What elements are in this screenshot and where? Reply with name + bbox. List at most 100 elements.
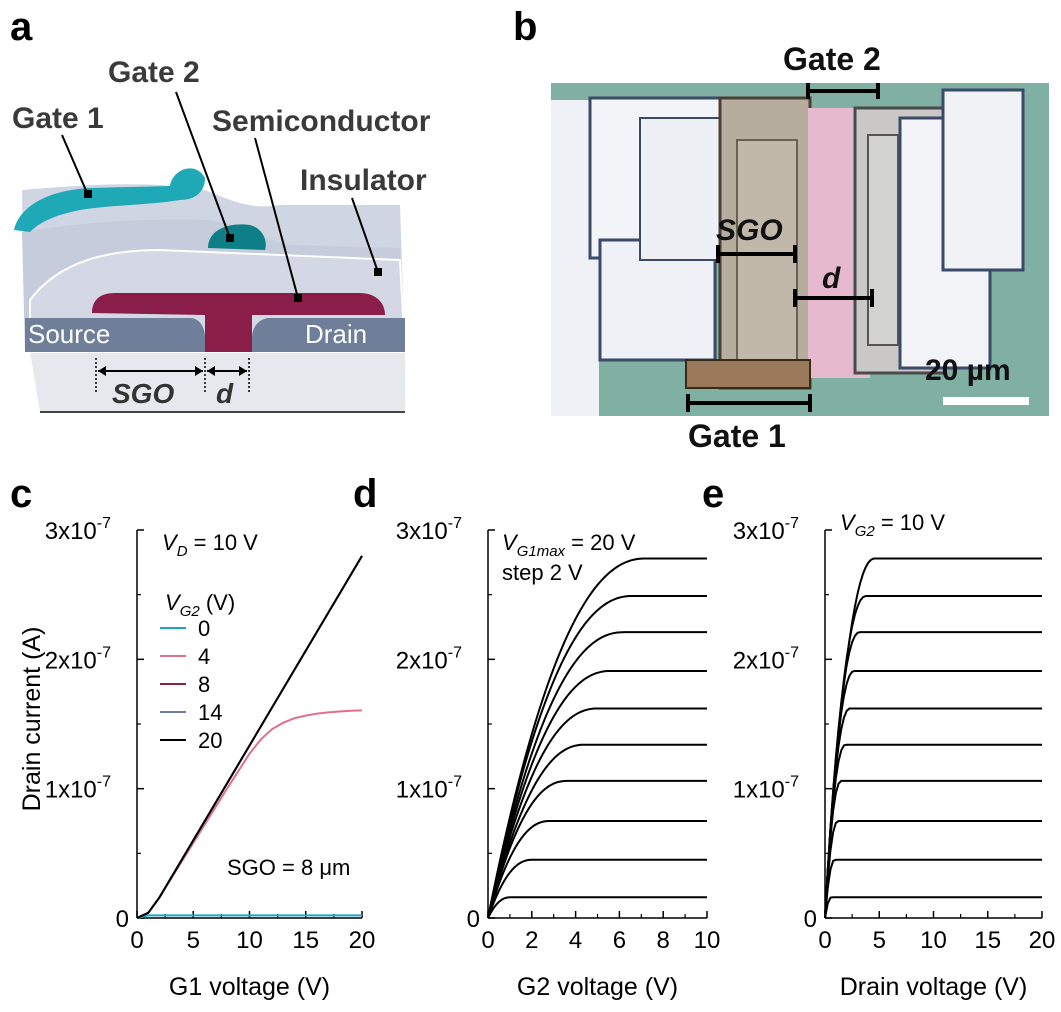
x-tick-label: 10 xyxy=(236,927,263,954)
micro-gate2-inner xyxy=(867,134,899,346)
micro-gate1-bottom xyxy=(685,359,811,389)
semiconductor-callout-dot xyxy=(294,294,302,302)
x-tick-label: 5 xyxy=(873,927,886,954)
semiconductor-callout-line xyxy=(254,137,299,299)
d-arrowheads xyxy=(207,366,247,376)
insulator-callout-line xyxy=(351,197,379,273)
y-tick-label: 1x10-7 xyxy=(45,774,111,804)
chart-c-legend-title: VG2 (V) xyxy=(165,590,235,620)
panel-e-label: e xyxy=(702,472,724,516)
source-electrode xyxy=(25,318,205,352)
gate2-callout-dot xyxy=(226,234,234,242)
panel-b-label: b xyxy=(513,5,537,49)
x-tick-label: 6 xyxy=(613,927,626,954)
y-tick-label: 1x10-7 xyxy=(733,774,799,804)
gate2-annotation: Gate 2 xyxy=(783,41,881,77)
chart-d-step-annotation: step 2 V xyxy=(502,560,583,585)
output-curve xyxy=(824,631,1042,919)
output-curve xyxy=(487,743,707,919)
scale-label: 20 µm xyxy=(925,354,1011,387)
y-tick-label: 0 xyxy=(467,906,480,933)
gate1-callout: Gate 1 xyxy=(12,102,104,135)
chart-e-vg2-annotation: VG2 = 10 V xyxy=(840,510,945,540)
output-curve xyxy=(487,669,707,919)
y-tick-label: 1x10-7 xyxy=(396,774,462,804)
output-curve xyxy=(824,896,1042,919)
x-tick-label: 0 xyxy=(130,927,143,954)
output-curve xyxy=(824,779,1042,919)
y-tick-label: 2x10-7 xyxy=(396,644,462,674)
output-curve xyxy=(824,669,1042,919)
output-curve xyxy=(487,631,707,919)
output-curve xyxy=(824,707,1042,919)
source-label: Source xyxy=(28,319,110,349)
d-dimension-label: d xyxy=(216,378,234,409)
x-axis-title: Drain voltage (V) xyxy=(840,973,1028,1001)
x-tick-label: 0 xyxy=(818,927,831,954)
x-tick-label: 20 xyxy=(1029,927,1056,954)
panel-a: a Source Drain Gate 1 Gate 2 Semiconduct… xyxy=(10,5,431,413)
gate1-callout-dot xyxy=(84,190,92,198)
output-curve xyxy=(824,743,1042,919)
x-tick-label: 4 xyxy=(569,927,582,954)
gate1-annotation: Gate 1 xyxy=(688,418,786,454)
semiconductor-shape xyxy=(92,293,385,352)
sgo-dimension-label: SGO xyxy=(112,378,174,409)
micro-gate1-inner xyxy=(736,139,798,363)
chart-c-vd-annotation: VD = 10 V xyxy=(162,530,258,560)
drain-label: Drain xyxy=(305,319,367,349)
output-curve xyxy=(487,858,707,919)
semiconductor-callout: Semiconductor xyxy=(212,105,431,138)
y-tick-label: 0 xyxy=(804,906,817,933)
micro-drain-upper xyxy=(941,88,1025,272)
micro-inner-pad xyxy=(639,117,731,261)
x-tick-label: 10 xyxy=(694,927,721,954)
x-axis-title: G2 voltage (V) xyxy=(517,973,678,1001)
gate2-callout-line xyxy=(175,91,231,239)
panel-b: b Gate 2 SGO d Gate 1 20 µm xyxy=(513,5,1049,454)
x-axis-title: G1 voltage (V) xyxy=(169,973,330,1001)
drain-electrode xyxy=(252,318,405,352)
output-curve xyxy=(824,820,1042,919)
output-curve xyxy=(487,557,707,919)
output-curve xyxy=(824,594,1042,919)
panel-c-label: c xyxy=(10,472,32,516)
insulator-callout: Insulator xyxy=(300,164,427,197)
output-curve xyxy=(487,707,707,919)
x-tick-label: 15 xyxy=(974,927,1001,954)
sgo-annotation: SGO xyxy=(716,214,783,247)
legend-label-0: 0 xyxy=(198,616,210,641)
x-tick-label: 15 xyxy=(292,927,319,954)
y-tick-label: 3x10-7 xyxy=(396,515,462,545)
gate2-shape xyxy=(208,224,266,250)
y-tick-label: 3x10-7 xyxy=(45,515,111,545)
output-curve xyxy=(487,820,707,919)
series-line-4 xyxy=(136,709,363,919)
x-tick-label: 10 xyxy=(920,927,947,954)
panel-a-label: a xyxy=(10,5,33,49)
legend-label-14: 14 xyxy=(198,700,222,725)
x-tick-label: 5 xyxy=(187,927,200,954)
legend-label-20: 20 xyxy=(198,728,222,753)
y-tick-label: 0 xyxy=(116,906,129,933)
gate1-shape xyxy=(14,168,205,232)
chart-d-vg1-annotation: VG1max = 20 V xyxy=(502,530,636,560)
scale-bar xyxy=(943,397,1029,405)
x-tick-label: 8 xyxy=(657,927,670,954)
insulator-callout-dot xyxy=(374,268,382,276)
substrate xyxy=(30,352,405,412)
x-tick-label: 2 xyxy=(525,927,538,954)
series-line-0 xyxy=(136,914,362,919)
y-tick-label: 3x10-7 xyxy=(733,515,799,545)
output-curve xyxy=(487,896,707,919)
d-annotation: d xyxy=(822,262,841,295)
chart-c-sgo-annotation: SGO = 8 μm xyxy=(227,855,350,880)
legend-label-8: 8 xyxy=(198,672,210,697)
panel-d-label: d xyxy=(353,472,377,516)
x-tick-label: 0 xyxy=(481,927,494,954)
series-line-20 xyxy=(136,555,363,919)
output-curve xyxy=(487,594,707,919)
output-curve xyxy=(824,557,1042,919)
